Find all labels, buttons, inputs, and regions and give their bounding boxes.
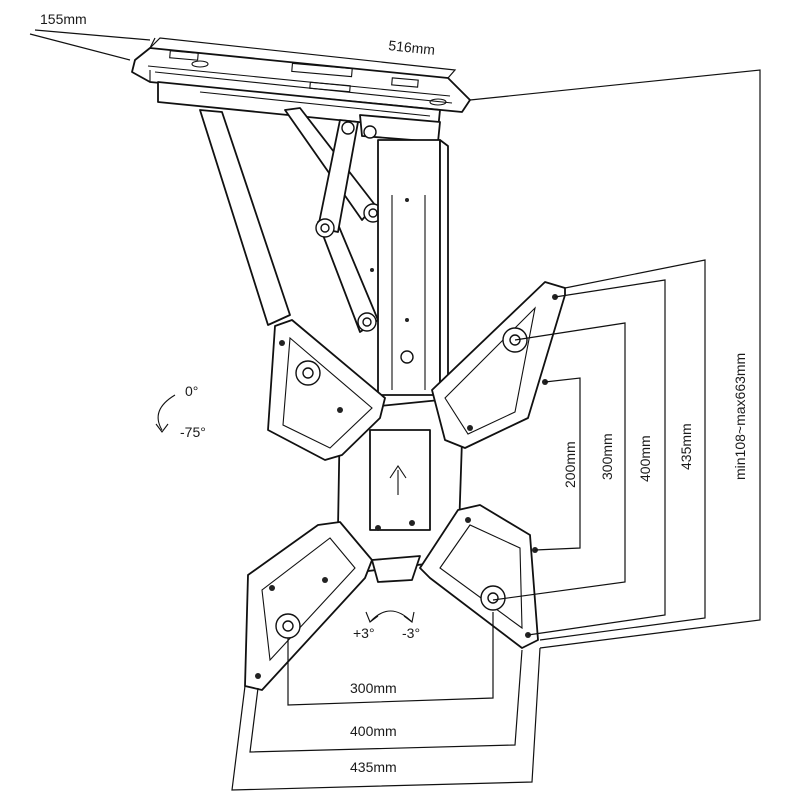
dimension-label-h300: 300mm <box>350 680 397 696</box>
scissor-arm <box>199 107 383 333</box>
tilt-indicator: 0° -75° <box>155 383 206 440</box>
vesa-plate <box>244 281 566 691</box>
horizontal-dimensions: 300mm 400mm 435mm <box>231 612 541 791</box>
dimension-label-v200: 200mm <box>562 441 578 488</box>
swivel-indicator: +3° -3° <box>353 610 420 641</box>
tilt-label-top: 0° <box>185 383 198 399</box>
dimension-516: 516mm <box>149 37 457 79</box>
dimension-label-v300: 300mm <box>599 433 615 480</box>
dimension-label-v400: 400mm <box>637 435 653 482</box>
swivel-label-left: +3° <box>353 625 375 641</box>
dimension-label-h400: 400mm <box>350 723 397 739</box>
dimension-label-height: min108~max663mm <box>732 353 748 480</box>
tilt-label-bottom: -75° <box>180 424 206 440</box>
dimension-label-v435: 435mm <box>678 423 694 470</box>
dimension-155: 155mm <box>29 11 156 61</box>
dimension-label-h435: 435mm <box>350 759 397 775</box>
vertical-column <box>370 139 449 396</box>
vertical-dimensions: min108~max663mm 435mm 400mm 300mm 200mm <box>469 69 761 649</box>
swivel-label-right: -3° <box>402 625 420 641</box>
dimension-label-155: 155mm <box>40 11 87 27</box>
dimension-label-516: 516mm <box>388 37 436 58</box>
ceiling-plate <box>131 47 471 113</box>
